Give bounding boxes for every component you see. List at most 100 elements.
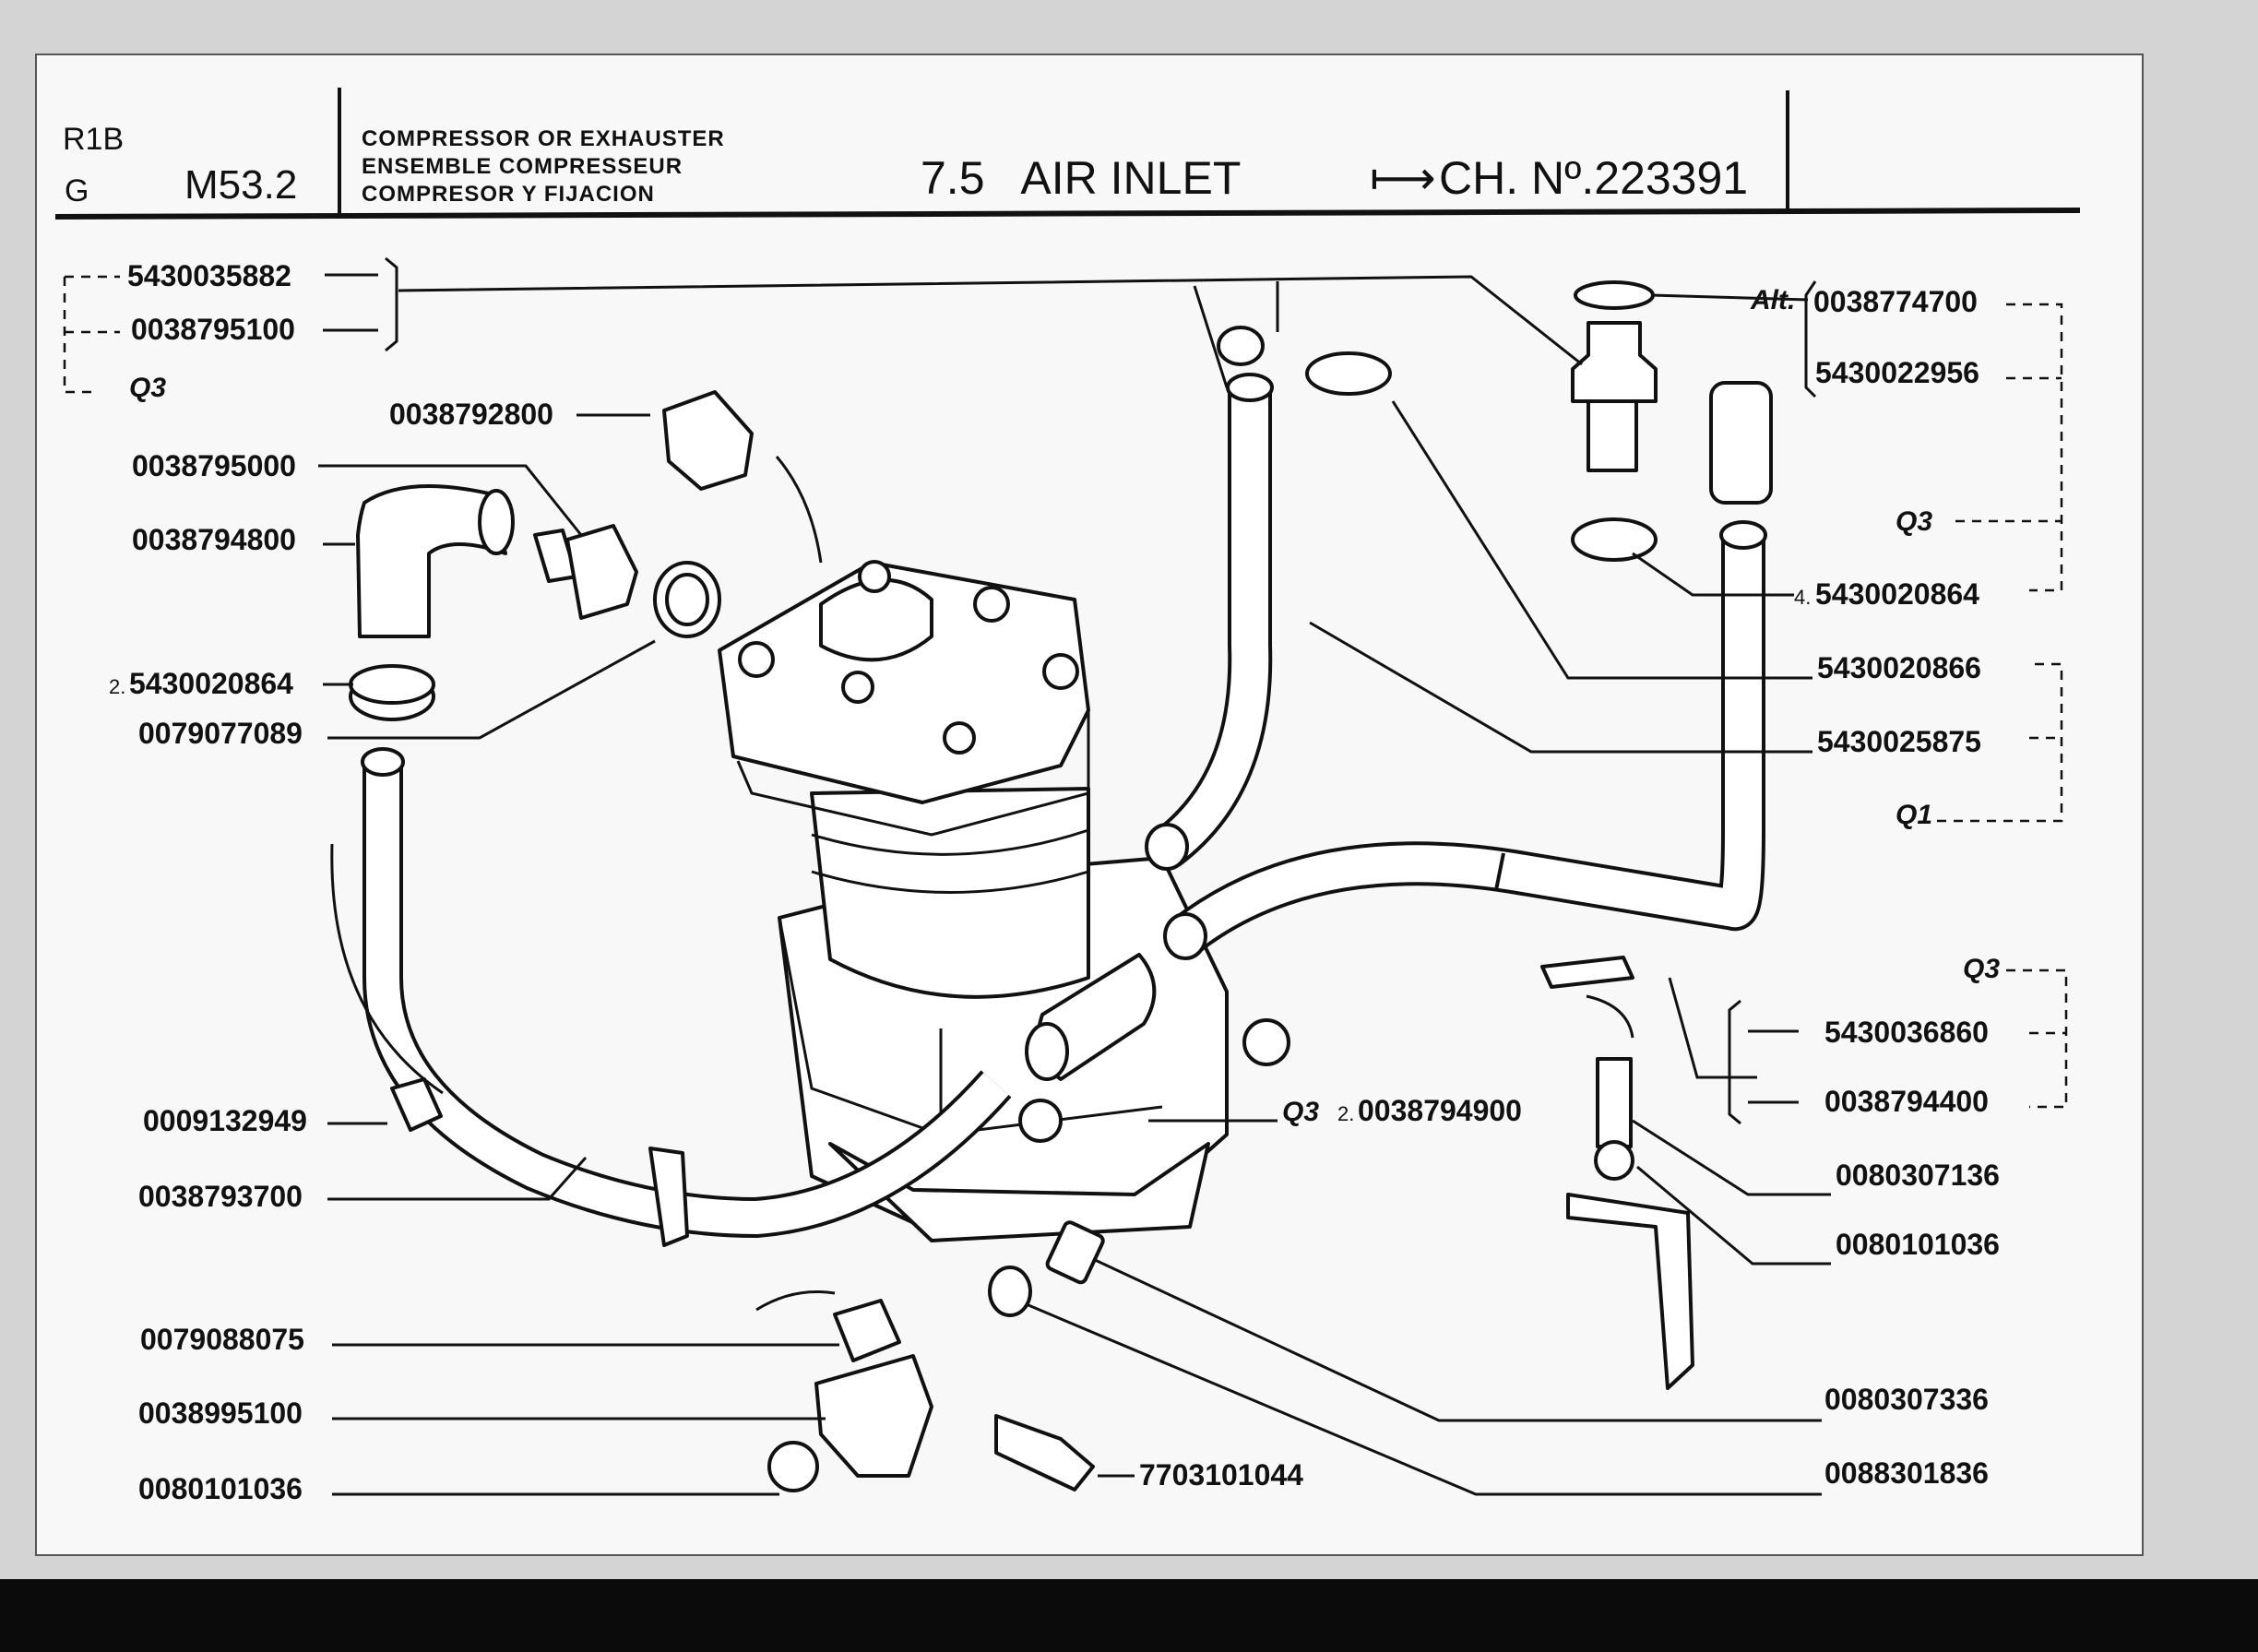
washer	[988, 1266, 1032, 1317]
hose-clamp-right	[1571, 517, 1658, 562]
chassis-number: CH. Nº.223391	[1439, 152, 1748, 204]
part-label-0080307136: 0080307136	[1836, 1159, 2000, 1192]
dashed-right-lower	[2006, 969, 2068, 1109]
head-bolt-4	[1042, 653, 1079, 690]
header-block: R1B G M53.2 COMPRESSOR OR EXHAUSTER ENSE…	[54, 88, 2081, 220]
head-bolt-2	[858, 560, 891, 593]
part-label-0038792800: 0038792800	[389, 398, 553, 431]
side-bolt	[1242, 1018, 1290, 1066]
q3-bracket-dashed	[63, 277, 97, 394]
leader-lines	[63, 256, 2068, 1496]
compressor-illustration	[718, 560, 1290, 1317]
dashed-right-mid	[1937, 662, 2063, 823]
bracket-nut	[1594, 1140, 1634, 1181]
hex-nut	[767, 1441, 819, 1492]
part-label-5430022956: 5430022956	[1815, 356, 1979, 389]
arc-mark-2	[330, 843, 444, 1095]
part-label-0079077089: 0079077089	[138, 717, 303, 750]
elbow-hose-end	[478, 489, 515, 555]
long-pipe-lower-end	[1163, 912, 1207, 960]
vertical-pipe-lower-end	[1145, 823, 1189, 871]
right-loose-parts	[1305, 280, 1773, 1390]
dashed-right-upper	[1955, 303, 2063, 592]
section-code: R1B	[63, 122, 124, 157]
long-pipe-end	[1719, 520, 1767, 550]
plug-cap	[390, 1077, 443, 1132]
pipe-top-ghost	[1193, 281, 1279, 388]
leader-0080101036-right	[1636, 1165, 1831, 1266]
leader-0038795000	[318, 464, 583, 536]
arc-mark-4	[755, 1290, 836, 1312]
hose-piece	[1709, 381, 1773, 505]
part-label-0088301836: 0088301836	[1824, 1456, 1989, 1490]
inlet-pipe	[366, 764, 1009, 1235]
leader-bracket-right	[1668, 977, 1757, 1079]
cylinder-head	[718, 561, 1090, 804]
elbow-hose	[356, 484, 507, 638]
part-label-0038794900: 0038794900	[1358, 1094, 1522, 1127]
union-right-stem	[1587, 399, 1638, 472]
vertical-pipe-end	[1226, 373, 1274, 402]
l-bracket-right	[1566, 1193, 1694, 1390]
leader-5430020866	[1391, 400, 1812, 680]
part-label-5430035882: 5430035882	[127, 259, 291, 292]
qty-label-q3-right-b: Q3	[1963, 954, 2000, 984]
adapter-hex	[565, 524, 638, 620]
leader-top-long	[398, 275, 1583, 366]
head-bolt-1	[738, 641, 775, 678]
arc-mark-3	[1586, 994, 1634, 1039]
group-code: G	[65, 173, 89, 208]
part-label-0009132949: 0009132949	[143, 1104, 307, 1137]
head-bolt-3	[973, 586, 1010, 623]
pipe-joint-mark	[1494, 852, 1505, 891]
hose-clamp-center	[1305, 351, 1392, 396]
brace-right-lower	[1728, 999, 1741, 1125]
crankcase-lower	[828, 1142, 1210, 1242]
union-right	[1571, 321, 1658, 403]
subtitle-french: ENSEMBLE COMPRESSEUR	[362, 154, 683, 179]
left-loose-parts	[349, 390, 1095, 1492]
leader-0088301836	[1028, 1303, 1822, 1496]
head-bolt-5	[841, 671, 874, 704]
hose-sleeve-end	[1025, 1022, 1069, 1081]
cylinder-ribs	[811, 828, 1089, 894]
leader-0080307136	[1632, 1119, 1831, 1196]
model-code: M53.2	[184, 162, 297, 208]
bracket-bolt	[1596, 1057, 1633, 1148]
left-labels: 5430035882 0038795100 Q3 0038792800 0038…	[109, 259, 553, 1505]
angle-bracket	[814, 1354, 933, 1478]
page-title: 7.5 AIR INLET	[921, 152, 1241, 204]
part-label-0080101036-left: 0080101036	[138, 1472, 303, 1505]
spacer-bushing	[833, 1299, 901, 1362]
part-label-0038794400: 0038794400	[1824, 1085, 1989, 1118]
pipe-bracket-tab	[1540, 956, 1634, 989]
pipe-clamp-bracket	[648, 1147, 689, 1247]
right-labels: Alt. 0038774700 5430022956 Q3 4. 5430020…	[1750, 285, 2000, 1490]
long-pipe	[1173, 535, 1762, 951]
qty-label-q1: Q1	[1896, 800, 1932, 830]
inlet-pipe-end	[361, 747, 405, 777]
leader-5430020864-right	[1632, 552, 1794, 597]
leader-0079077089	[327, 639, 656, 740]
center-labels: Q3 2. 0038794900 7703101044	[1139, 1094, 1522, 1492]
part-label-5430020864-right: 5430020864	[1815, 577, 1979, 611]
brace-top-left	[385, 256, 398, 352]
qty-2-center: 2.	[1337, 1102, 1354, 1125]
leader-0080307336	[1092, 1257, 1822, 1422]
part-label-5430036860: 5430036860	[1824, 1016, 1989, 1049]
scan-bottom-border	[0, 1579, 2258, 1652]
head-flange	[736, 710, 1090, 837]
subtitle-spanish: COMPRESOR Y FIJACION	[362, 182, 655, 207]
header-rule	[54, 208, 2081, 220]
leader-0038774700	[1650, 293, 1809, 302]
hex-bolt	[994, 1414, 1095, 1492]
lower-bolt	[1018, 1099, 1063, 1143]
part-label-0038794800: 0038794800	[132, 523, 296, 556]
stud-bolt	[1045, 1220, 1105, 1285]
alt-label: Alt.	[1750, 285, 1795, 315]
part-label-5430025875: 5430025875	[1817, 725, 1981, 758]
qty-label-q3-center: Q3	[1282, 1097, 1319, 1127]
brace-alt	[1804, 280, 1817, 398]
arrow-lines-right	[1748, 1029, 1799, 1104]
arc-mark-1	[775, 456, 823, 564]
